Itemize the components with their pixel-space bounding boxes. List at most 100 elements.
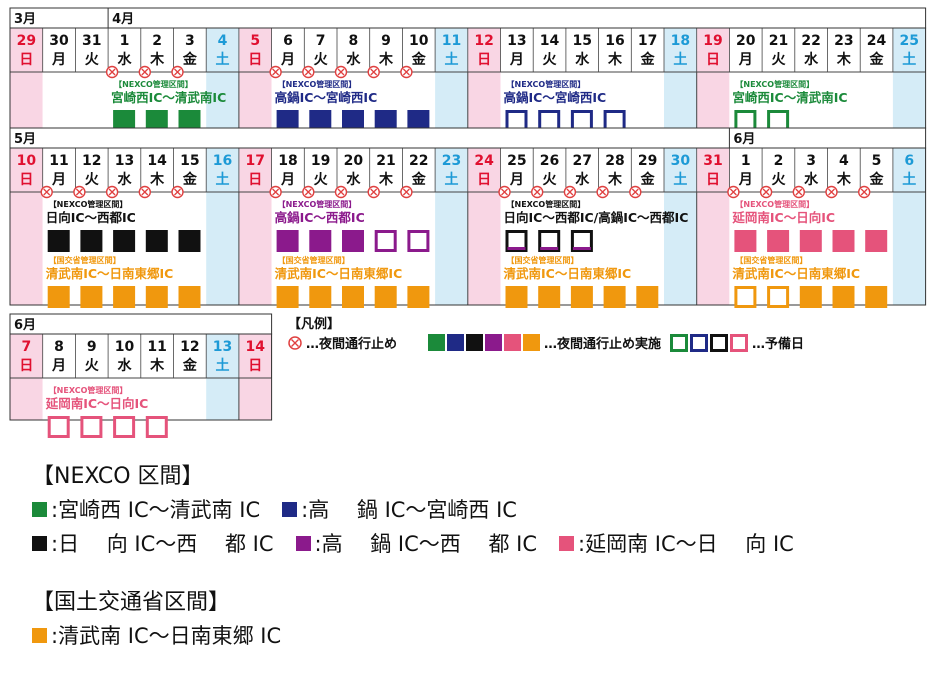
day-number: 9 bbox=[381, 33, 391, 49]
closure-day-box bbox=[113, 110, 136, 132]
closure-mark-icon bbox=[337, 188, 345, 196]
reserve-day-box-accent bbox=[507, 247, 526, 250]
day-column-bg bbox=[794, 148, 828, 305]
day-column-bg bbox=[271, 148, 305, 305]
section-tag: 【NEXCO管理区間】 bbox=[114, 79, 193, 89]
day-weekday: 金 bbox=[869, 171, 885, 188]
day-number: 5 bbox=[250, 33, 260, 49]
day-column-bg bbox=[42, 334, 76, 420]
day-number: 11 bbox=[49, 153, 68, 169]
day-number: 29 bbox=[17, 33, 36, 49]
day-weekday: 火 bbox=[771, 52, 786, 68]
key-color-swatch bbox=[559, 535, 574, 551]
closure-mark-icon bbox=[501, 188, 508, 196]
day-number: 16 bbox=[605, 33, 624, 49]
closure-day-box bbox=[113, 230, 136, 252]
reserve-day-box bbox=[47, 416, 70, 438]
day-weekday: 月 bbox=[280, 52, 295, 68]
day-column-bg bbox=[467, 148, 501, 305]
day-weekday: 火 bbox=[543, 172, 558, 188]
closure-mark-icon bbox=[762, 188, 770, 196]
day-weekday: 木 bbox=[149, 357, 165, 374]
day-weekday: 土 bbox=[216, 357, 230, 374]
day-number: 10 bbox=[409, 33, 429, 49]
legend-implemented-text: …夜間通行止め実施 bbox=[544, 336, 661, 352]
day-number: 3 bbox=[185, 33, 195, 49]
closure-day-box bbox=[603, 286, 626, 308]
closure-mark-icon bbox=[828, 188, 835, 196]
day-column-bg bbox=[827, 28, 861, 128]
day-weekday: 月 bbox=[280, 172, 295, 188]
day-number: 2 bbox=[774, 153, 784, 169]
day-weekday: 土 bbox=[673, 51, 687, 68]
day-weekday: 日 bbox=[248, 172, 262, 188]
closure-day-box bbox=[145, 230, 168, 252]
route-label: 清武南IC～日南東郷IC bbox=[46, 266, 174, 281]
closure-day-box bbox=[832, 286, 855, 308]
day-number: 11 bbox=[442, 33, 461, 49]
closure-day-box bbox=[865, 286, 888, 308]
day-weekday: 土 bbox=[902, 51, 916, 68]
day-number: 23 bbox=[834, 33, 853, 49]
day-weekday: 月 bbox=[51, 52, 66, 68]
closure-day-box bbox=[407, 286, 430, 308]
day-number: 19 bbox=[311, 153, 330, 169]
key-line: :宮崎西 IC～清武南 IC:高 鍋 IC～宮崎西 IC bbox=[32, 492, 932, 526]
day-number: 17 bbox=[246, 153, 265, 169]
route-label: 高鍋IC～宮崎西IC bbox=[504, 90, 607, 105]
section-tag: 【国交省管理区間】 bbox=[507, 255, 579, 265]
section-tag: 【NEXCO管理区間】 bbox=[278, 199, 357, 209]
day-number: 13 bbox=[213, 339, 232, 355]
reserve-day-box bbox=[767, 286, 790, 308]
reserve-day-box-accent bbox=[540, 247, 559, 250]
closure-day-box bbox=[145, 286, 168, 308]
day-column-bg bbox=[206, 334, 239, 420]
day-number: 6 bbox=[904, 153, 914, 169]
day-weekday: 土 bbox=[216, 171, 230, 188]
closure-mark-icon bbox=[272, 68, 280, 76]
day-number: 25 bbox=[900, 33, 919, 49]
closure-day-box bbox=[342, 110, 364, 132]
key-route-text: :高 鍋 IC～宮崎西 IC bbox=[301, 498, 517, 522]
day-weekday: 土 bbox=[444, 171, 458, 188]
day-weekday: 水 bbox=[575, 171, 590, 188]
closure-day-box bbox=[276, 110, 299, 132]
day-weekday: 木 bbox=[378, 171, 394, 188]
legend-closure-text: …夜間通行止め bbox=[306, 336, 397, 352]
day-weekday: 月 bbox=[738, 172, 753, 188]
day-weekday: 水 bbox=[117, 357, 132, 374]
day-column-bg bbox=[565, 148, 599, 305]
key-color-swatch bbox=[282, 501, 298, 517]
day-column-bg bbox=[108, 334, 141, 420]
day-weekday: 日 bbox=[706, 52, 720, 68]
closure-day-box bbox=[178, 230, 201, 252]
closure-mark-icon bbox=[631, 188, 639, 196]
month-label: 6月 bbox=[733, 132, 755, 147]
day-weekday: 金 bbox=[182, 171, 198, 188]
closure-day-box bbox=[276, 230, 299, 252]
day-weekday: 水 bbox=[117, 171, 132, 188]
closure-day-box bbox=[374, 286, 397, 308]
day-number: 13 bbox=[507, 33, 526, 49]
closure-day-box bbox=[799, 230, 822, 252]
closure-day-box bbox=[374, 110, 397, 132]
closure-day-box bbox=[505, 286, 528, 308]
day-number: 12 bbox=[180, 339, 199, 355]
closure-mark-icon bbox=[291, 339, 299, 347]
closure-day-box bbox=[767, 230, 790, 252]
route-label: 日向IC～西都IC/高鍋IC～西都IC bbox=[504, 210, 689, 225]
day-number: 10 bbox=[115, 339, 135, 355]
day-number: 2 bbox=[152, 33, 162, 49]
day-number: 31 bbox=[703, 153, 722, 169]
day-column-bg bbox=[140, 334, 174, 420]
day-weekday: 日 bbox=[477, 52, 491, 68]
section-tag: 【国交省管理区間】 bbox=[735, 255, 807, 265]
closure-day-box bbox=[47, 286, 70, 308]
closure-mark-icon bbox=[108, 188, 116, 196]
day-weekday: 金 bbox=[182, 357, 198, 374]
day-column-bg bbox=[762, 148, 795, 305]
route-label: 高鍋IC～西都IC bbox=[275, 210, 365, 225]
route-label: 清武南IC～日南東郷IC bbox=[504, 266, 632, 281]
day-weekday: 水 bbox=[575, 51, 590, 68]
closure-mark-icon bbox=[599, 188, 607, 196]
